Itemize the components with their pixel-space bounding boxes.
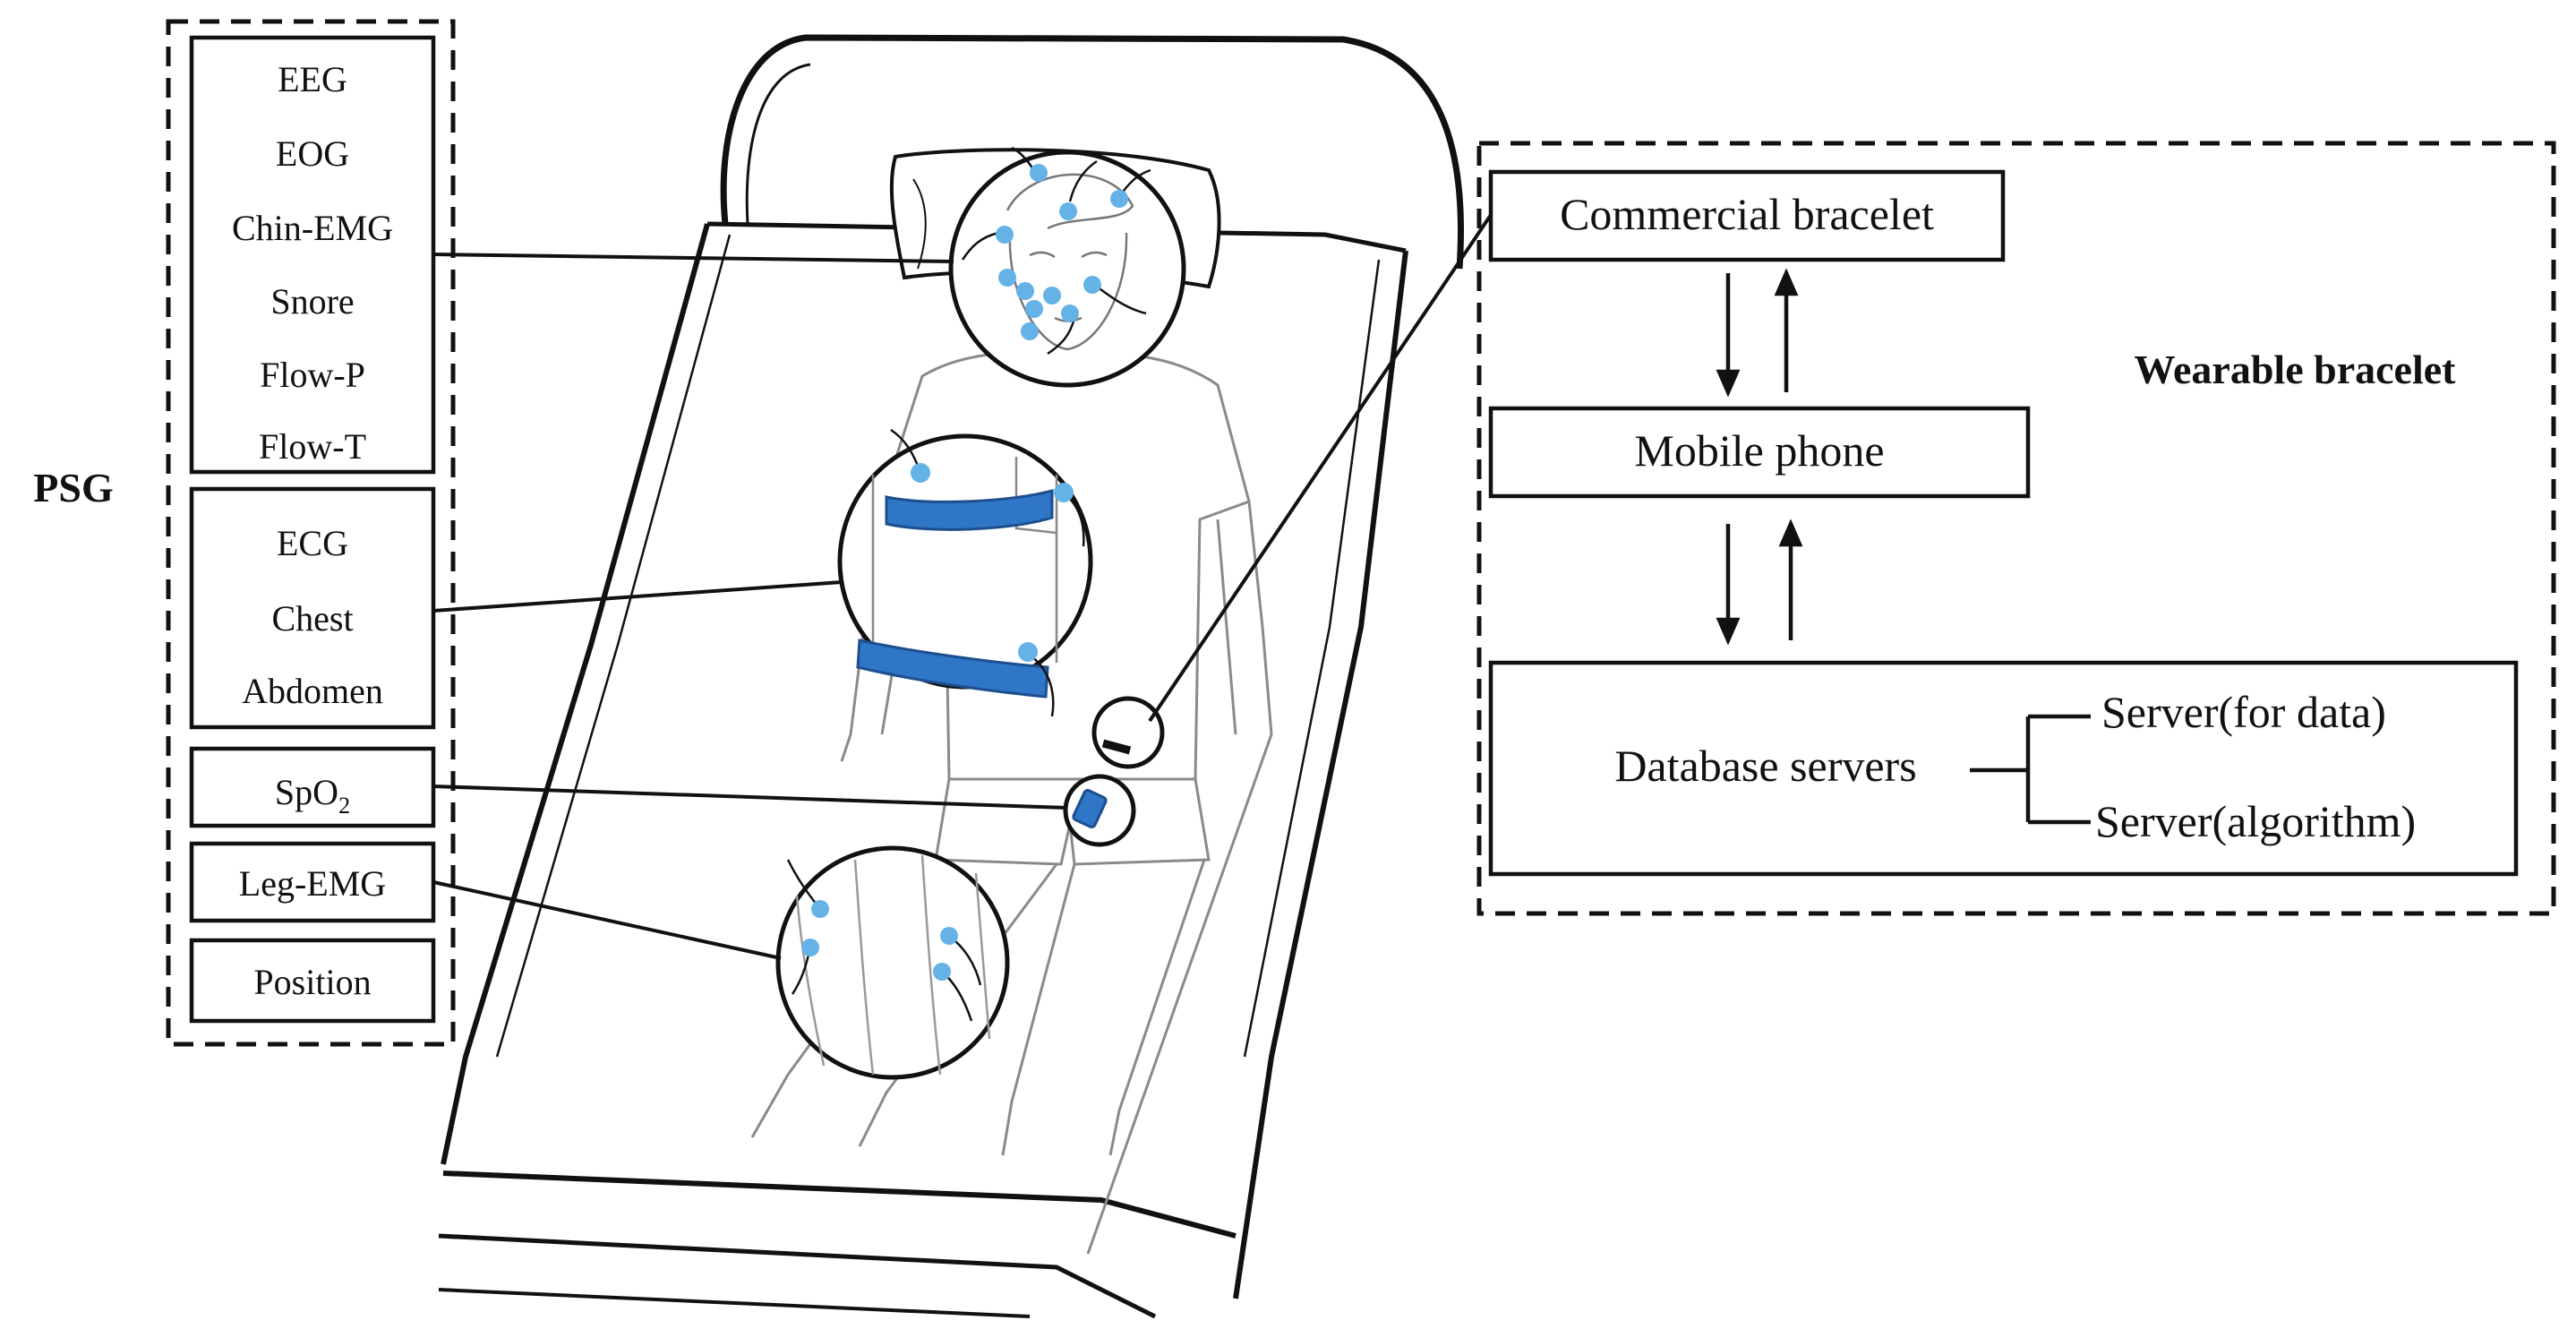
ecg-electrode [911, 463, 930, 483]
server-data-label: Server(for data) [2101, 687, 2386, 737]
wrist-bracelet [1101, 739, 1132, 755]
face-electrodes [996, 164, 1128, 340]
face-electrode [1059, 202, 1077, 220]
face-electrode [1110, 190, 1128, 208]
child-leg-right [1001, 863, 1076, 1156]
torso-shirt-sketch [871, 457, 1058, 663]
mattress-left-inner [495, 234, 732, 1058]
mattress-right-inner [1243, 259, 1381, 1058]
bed-foot-top [442, 1170, 1237, 1239]
psg-box-torso [189, 486, 436, 730]
leg-electrode [801, 939, 819, 956]
leg-electrode [940, 927, 958, 945]
arrow-up-2-head [1778, 519, 1803, 547]
bed-foot-bottom [438, 1233, 1157, 1319]
leg-magnifier [775, 845, 1010, 1080]
psg-box-leg [189, 841, 436, 923]
spo2-base: SpO [275, 772, 338, 812]
face-electrode [1043, 287, 1061, 304]
connector-leg [432, 880, 782, 960]
connector-bracelet [1148, 213, 1493, 723]
server-bracket [1970, 714, 2091, 825]
mattress-left [441, 223, 710, 1165]
chest-band [885, 489, 1054, 531]
psg-label-chest: Chest [271, 598, 353, 639]
bracelet-label: Commercial bracelet [1560, 189, 1934, 239]
torso-magnifier [837, 428, 1093, 717]
child-arm-right [1086, 501, 1273, 1255]
connector-spo2 [432, 785, 1068, 810]
face-eye-left [1029, 251, 1056, 259]
face-wire [1068, 159, 1098, 202]
psg-label-flow-p: Flow-P [260, 355, 365, 395]
spo2-subscript: 2 [338, 793, 350, 819]
face-electrode [1025, 300, 1043, 318]
phone-label: Mobile phone [1634, 425, 1884, 476]
wearable-title: Wearable bracelet [2135, 347, 2457, 392]
face-outline [1008, 232, 1128, 351]
psg-label-spo2: SpO2 [275, 772, 350, 819]
psg-label-flow-t: Flow-T [259, 426, 366, 467]
database-label: Database servers [1614, 741, 1916, 791]
face-eye-right [1081, 251, 1108, 259]
connector-head [432, 253, 954, 263]
child-leg-right-inner [1108, 859, 1206, 1156]
psg-title: PSG [33, 465, 113, 510]
psg-label-chin-emg: Chin-EMG [232, 208, 393, 248]
leg-sketch [795, 854, 991, 1076]
leg-electrode [933, 963, 951, 981]
face-electrode [1083, 276, 1101, 294]
face-wire [961, 231, 999, 261]
phone-box [1488, 406, 2031, 499]
bed-foot-floor [438, 1288, 1031, 1318]
torso-electrodes [911, 463, 1074, 662]
arrow-down-1-head [1716, 369, 1741, 398]
face-electrode [996, 226, 1014, 244]
bed-headboard [720, 34, 1464, 270]
ecg-electrode [1054, 483, 1074, 502]
leg-circle [775, 845, 1010, 1080]
psg-label-snore: Snore [270, 281, 354, 322]
mattress-right [1233, 250, 1408, 1299]
face-electrode [1061, 304, 1079, 322]
abdomen-band [856, 639, 1049, 699]
wrist-circle [1091, 696, 1165, 769]
face-electrode [1016, 282, 1034, 300]
ecg-electrode [1018, 642, 1038, 662]
wearable-dashed-border [1476, 141, 2556, 916]
bed-headboard-inner [745, 63, 811, 225]
psg-box-head [189, 35, 436, 475]
leg-electrode [811, 900, 829, 918]
psg-label-position: Position [253, 962, 371, 1002]
face-wire [1096, 285, 1147, 315]
spo2-probe [1072, 789, 1108, 828]
face-electrode [1021, 322, 1039, 340]
psg-connectors [432, 253, 1068, 960]
face-electrode [1030, 164, 1048, 182]
wearable-panel: Wearable bracelet Commercial bracelet Mo… [1476, 141, 2556, 916]
connector-torso [432, 580, 843, 613]
psg-label-eog: EOG [276, 133, 349, 174]
psg-dashed-border [166, 19, 456, 1047]
child-shorts [934, 777, 1211, 866]
face-wire [1047, 317, 1076, 356]
psg-panel: PSG EEG EOG Chin-EMG Snore Flow-P Flow-T… [33, 19, 456, 1047]
arrow-up-1-head [1774, 268, 1799, 296]
psg-box-position [189, 938, 436, 1024]
psg-label-leg-emg: Leg-EMG [239, 863, 386, 904]
face-electrode [998, 269, 1016, 287]
psg-label-eeg: EEG [278, 59, 347, 99]
face-magnifier [948, 146, 1186, 388]
flow-arrows [1716, 268, 1803, 646]
face-circle [948, 150, 1186, 388]
child-arm-right-inner [1216, 519, 1237, 735]
arrow-down-2-head [1716, 617, 1741, 646]
server-algorithm-label: Server(algorithm) [2095, 796, 2416, 846]
psg-label-abdomen: Abdomen [242, 671, 383, 711]
leg-electrodes [801, 900, 958, 981]
psg-label-ecg: ECG [277, 523, 348, 563]
